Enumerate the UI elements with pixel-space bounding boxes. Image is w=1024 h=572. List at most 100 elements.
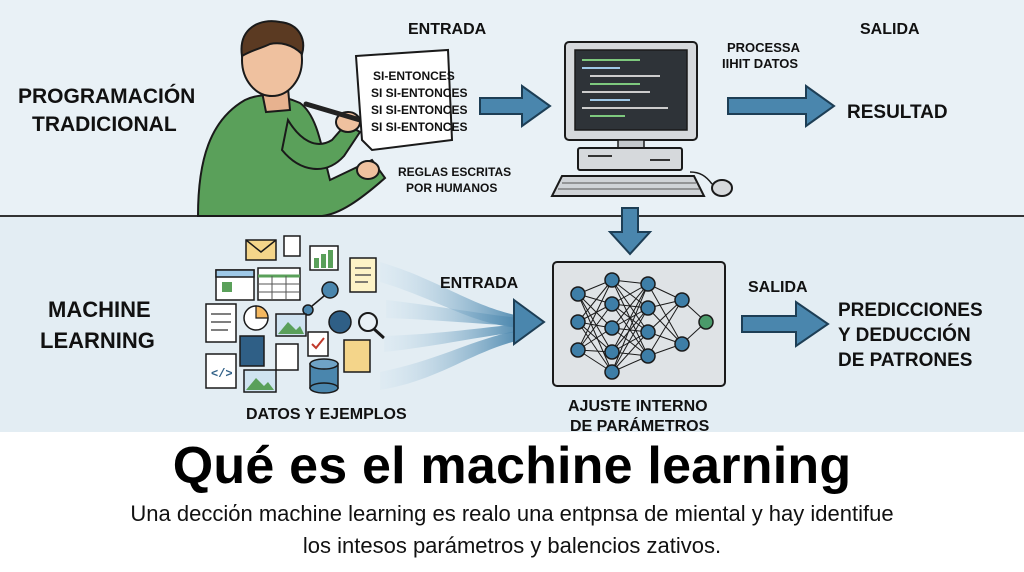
nn-edge [577, 279, 613, 351]
browser-image [222, 282, 232, 292]
email-icon [245, 239, 277, 261]
check-mark [311, 337, 325, 350]
caption-line-2: los intesos parámetros y balencios zativ… [302, 533, 722, 558]
monitor-stand [617, 139, 645, 149]
caption-text: Una decciόn machine learning es realo un… [0, 498, 1024, 562]
nn-node [570, 286, 586, 302]
nn-edge [611, 307, 649, 353]
nn-node [674, 292, 690, 308]
bottom-output-arrow [741, 300, 830, 348]
bar-chart-bar [314, 258, 319, 268]
document-icon [283, 235, 301, 257]
document-stack-icon [275, 343, 299, 371]
person-arm [280, 117, 362, 170]
bubble-chart-icon [328, 310, 352, 334]
nn-node [640, 300, 656, 316]
nn-edge [577, 321, 613, 373]
image-mountain [278, 322, 304, 334]
nn-edge [577, 293, 613, 373]
nn-node [604, 344, 620, 360]
data-caption: DATOS Y EJEMPLOS [246, 406, 407, 423]
top-output-label: SALIDA [860, 21, 920, 38]
model-caption-1: AJUSTE INTERNO [568, 398, 708, 415]
person-hair [240, 20, 305, 58]
mouse-icon [711, 179, 733, 197]
nn-node [640, 324, 656, 340]
model-caption-2: DE PARÁMETROS [570, 416, 710, 432]
nn-edge [611, 283, 649, 373]
code-file-icon [205, 353, 237, 389]
nn-node [570, 342, 586, 358]
database-icon [309, 358, 339, 394]
nn-node [570, 314, 586, 330]
pie-slice [255, 305, 269, 319]
bar-chart-bar [321, 254, 326, 268]
bottom-input-arrowhead [513, 298, 546, 346]
network-node [302, 304, 314, 316]
pen-icon [303, 101, 363, 123]
nn-edge [647, 283, 683, 345]
nn-edge [577, 303, 613, 351]
rule-line-4: SI SI-ENTONCES [371, 120, 467, 134]
neural-network-icon [570, 272, 714, 380]
rules-document [354, 48, 454, 152]
bottom-result-3: DE PATRONES [838, 350, 972, 371]
top-input-arrow [479, 84, 552, 128]
lower-hand [356, 160, 380, 180]
rules-caption-1: REGLAS ESCRITAS [398, 165, 511, 179]
nn-node [640, 276, 656, 292]
rule-line-2: SI SI-ENTONCES [371, 86, 467, 100]
network-node-icon [321, 281, 339, 299]
nn-edge [611, 283, 649, 353]
magnifier-handle [372, 327, 386, 340]
data-stream-funnel [380, 262, 520, 390]
book-icon [239, 335, 265, 367]
network-edge [311, 295, 325, 307]
magnifier-icon [358, 312, 378, 332]
nn-node [698, 314, 714, 330]
bottom-input-label: ENTRADA [440, 275, 519, 292]
nn-edge [647, 299, 683, 333]
process-label-2: IIHIT DATOS [722, 56, 798, 71]
nn-edge [611, 307, 649, 373]
programmer-illustration [196, 20, 387, 217]
bottom-section-label-2: LEARNING [40, 328, 155, 353]
rule-line-1: SI-ENTONCES [373, 69, 455, 83]
bottom-section-label-1: MACHINE [48, 297, 151, 322]
nn-edge [577, 293, 613, 353]
top-section-label-2: TRADICIONAL [32, 113, 177, 136]
rules-caption-2: POR HUMANOS [406, 181, 497, 195]
text-document-icon [205, 303, 237, 343]
data-icons-cluster: </> [205, 235, 386, 394]
nn-edge [611, 283, 649, 329]
top-output-arrow [727, 84, 836, 128]
computer-icon [550, 41, 733, 197]
monitor-screen [574, 49, 688, 131]
rule-line-3: SI SI-ENTONCES [371, 103, 467, 117]
nn-edge [611, 331, 649, 373]
computer-case [577, 147, 683, 171]
nn-node [674, 336, 690, 352]
mouse-cable [689, 171, 713, 185]
nn-node [604, 272, 620, 288]
bottom-result-2: Y DEDUCCIÓN [838, 324, 971, 346]
top-section-label-1: PROGRAMACIÓN [18, 84, 195, 108]
bottom-result-1: PREDICCIONES [838, 300, 983, 321]
photo-mountain [246, 378, 274, 390]
keyboard-icon [550, 175, 706, 197]
browser-titlebar [215, 269, 255, 278]
down-arrow [607, 207, 653, 256]
nn-node [604, 364, 620, 380]
nn-edge [647, 299, 683, 357]
bar-chart-bar [328, 250, 333, 268]
nn-edge [577, 279, 613, 323]
email-flap [245, 239, 277, 253]
ml-diagram: PROGRAMACIÓN TRADICIONAL SI-ENTONCES SI … [0, 0, 1024, 432]
process-label-1: PROCESSA [727, 40, 801, 55]
top-result: RESULTAD [847, 102, 948, 123]
bottom-output-label: SALIDA [748, 279, 808, 296]
yellow-document-icon [343, 339, 371, 373]
nn-node [604, 296, 620, 312]
code-glyph: </> [211, 367, 233, 381]
